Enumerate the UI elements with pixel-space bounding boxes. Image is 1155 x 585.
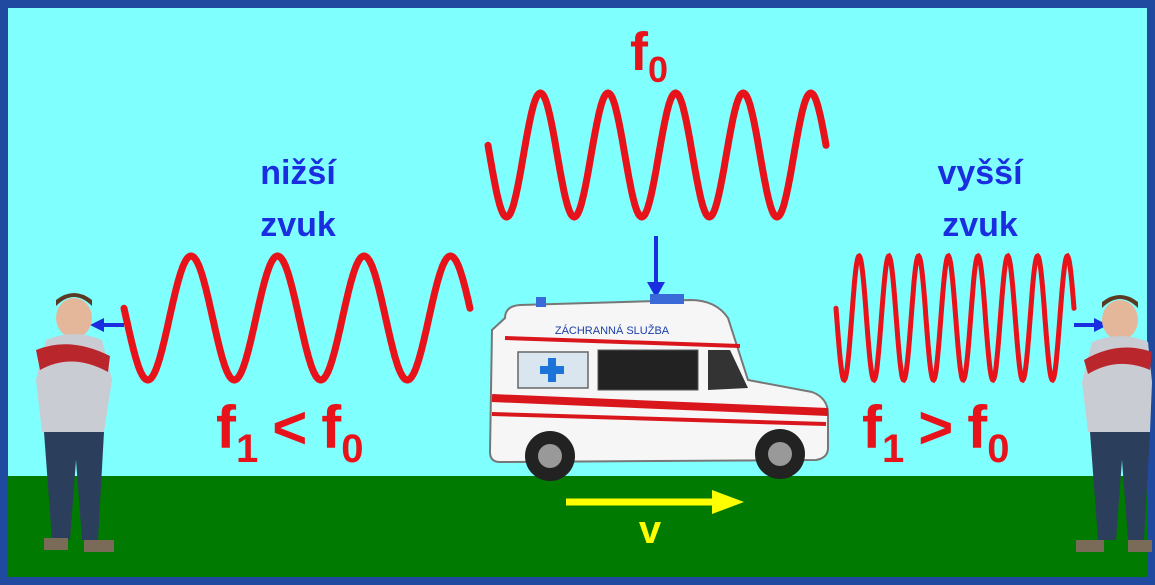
source-down-arrow-icon bbox=[647, 236, 665, 298]
source-wave bbox=[484, 89, 830, 221]
low-frequency-wave bbox=[120, 252, 474, 384]
ear-arrow-icon bbox=[90, 318, 124, 332]
left-caption-line1: nižší bbox=[260, 154, 337, 192]
velocity-arrow-icon bbox=[566, 490, 744, 514]
velocity-label: v bbox=[639, 508, 662, 552]
right-formula: f1>f0 bbox=[862, 394, 1010, 471]
right-caption-line1: vyšší bbox=[937, 154, 1024, 192]
ambulance-icon: ZÁCHRANNÁ SLUŽBA bbox=[488, 294, 829, 481]
source-frequency-label: f0 bbox=[630, 22, 668, 90]
person-left-icon bbox=[36, 293, 114, 552]
ambulance-text: ZÁCHRANNÁ SLUŽBA bbox=[555, 324, 670, 337]
left-caption-line2: zvuk bbox=[260, 206, 336, 244]
ear-arrow-icon bbox=[1074, 318, 1108, 332]
right-caption-line2: zvuk bbox=[942, 206, 1018, 244]
ground bbox=[8, 476, 1147, 577]
left-formula: f1<f0 bbox=[216, 394, 364, 471]
high-frequency-wave bbox=[833, 252, 1077, 384]
person-right-icon bbox=[1076, 295, 1152, 552]
